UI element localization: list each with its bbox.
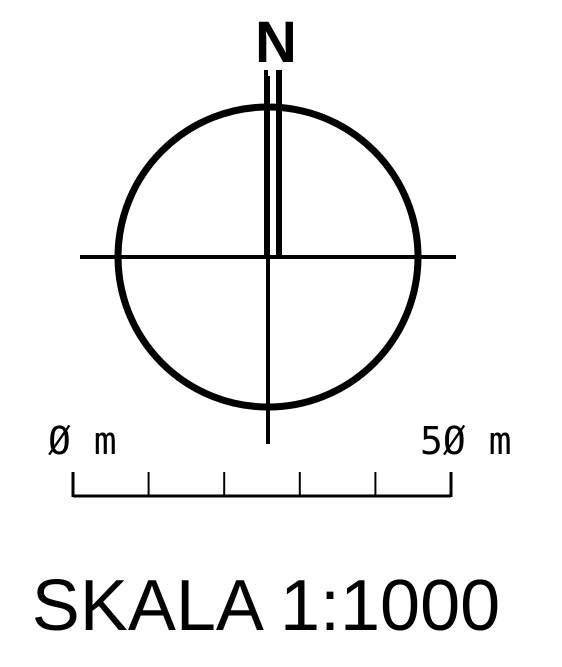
scale-end-label: 5Ø m	[420, 419, 512, 463]
scale-start-label: Ø m	[48, 419, 117, 463]
scale-bar	[71, 472, 453, 498]
scale-ratio-text: SKALA 1:1000	[32, 566, 500, 646]
north-symbol: N	[255, 10, 297, 75]
north-needle	[264, 70, 282, 257]
north-label: N	[255, 10, 297, 75]
